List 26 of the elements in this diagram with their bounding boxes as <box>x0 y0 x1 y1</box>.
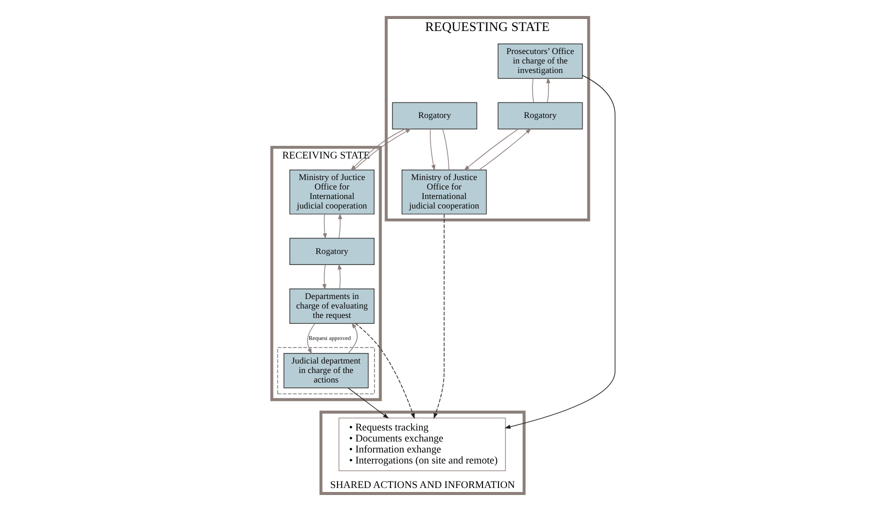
node-box: Prosecutors’ Office in charge of the investigation <box>497 44 582 79</box>
arrow <box>354 323 414 419</box>
node-box: Rogatory <box>392 102 477 130</box>
arrow <box>463 128 518 171</box>
arrow <box>433 214 444 419</box>
connector <box>532 78 534 103</box>
node-box: Rogatory <box>288 238 374 266</box>
arrow <box>478 128 531 170</box>
arrow <box>338 213 342 238</box>
arrow <box>546 77 550 103</box>
node-box: Ministry of Juctice Office for International judicial cooperation <box>288 170 374 214</box>
arrow <box>322 264 326 290</box>
arrow <box>337 264 342 290</box>
node-box: Departments in charge of evaluating the request <box>288 288 374 324</box>
node-box: Ministry of Justice Office for International judicial cooperation <box>401 170 486 214</box>
arrow <box>353 128 411 170</box>
arrow <box>350 128 405 171</box>
arrow <box>429 128 435 171</box>
node-box: Judicial department in charge of the actions <box>283 353 368 388</box>
arrow <box>348 322 358 354</box>
node-box: • Requests tracking • Documents exchange • Information exhange • Interrogations (on site and remote) <box>338 418 506 472</box>
arrow <box>322 214 326 240</box>
connector <box>442 128 449 170</box>
arrow <box>347 388 388 419</box>
arrow <box>306 323 315 354</box>
node-box: Rogatory <box>497 102 582 130</box>
